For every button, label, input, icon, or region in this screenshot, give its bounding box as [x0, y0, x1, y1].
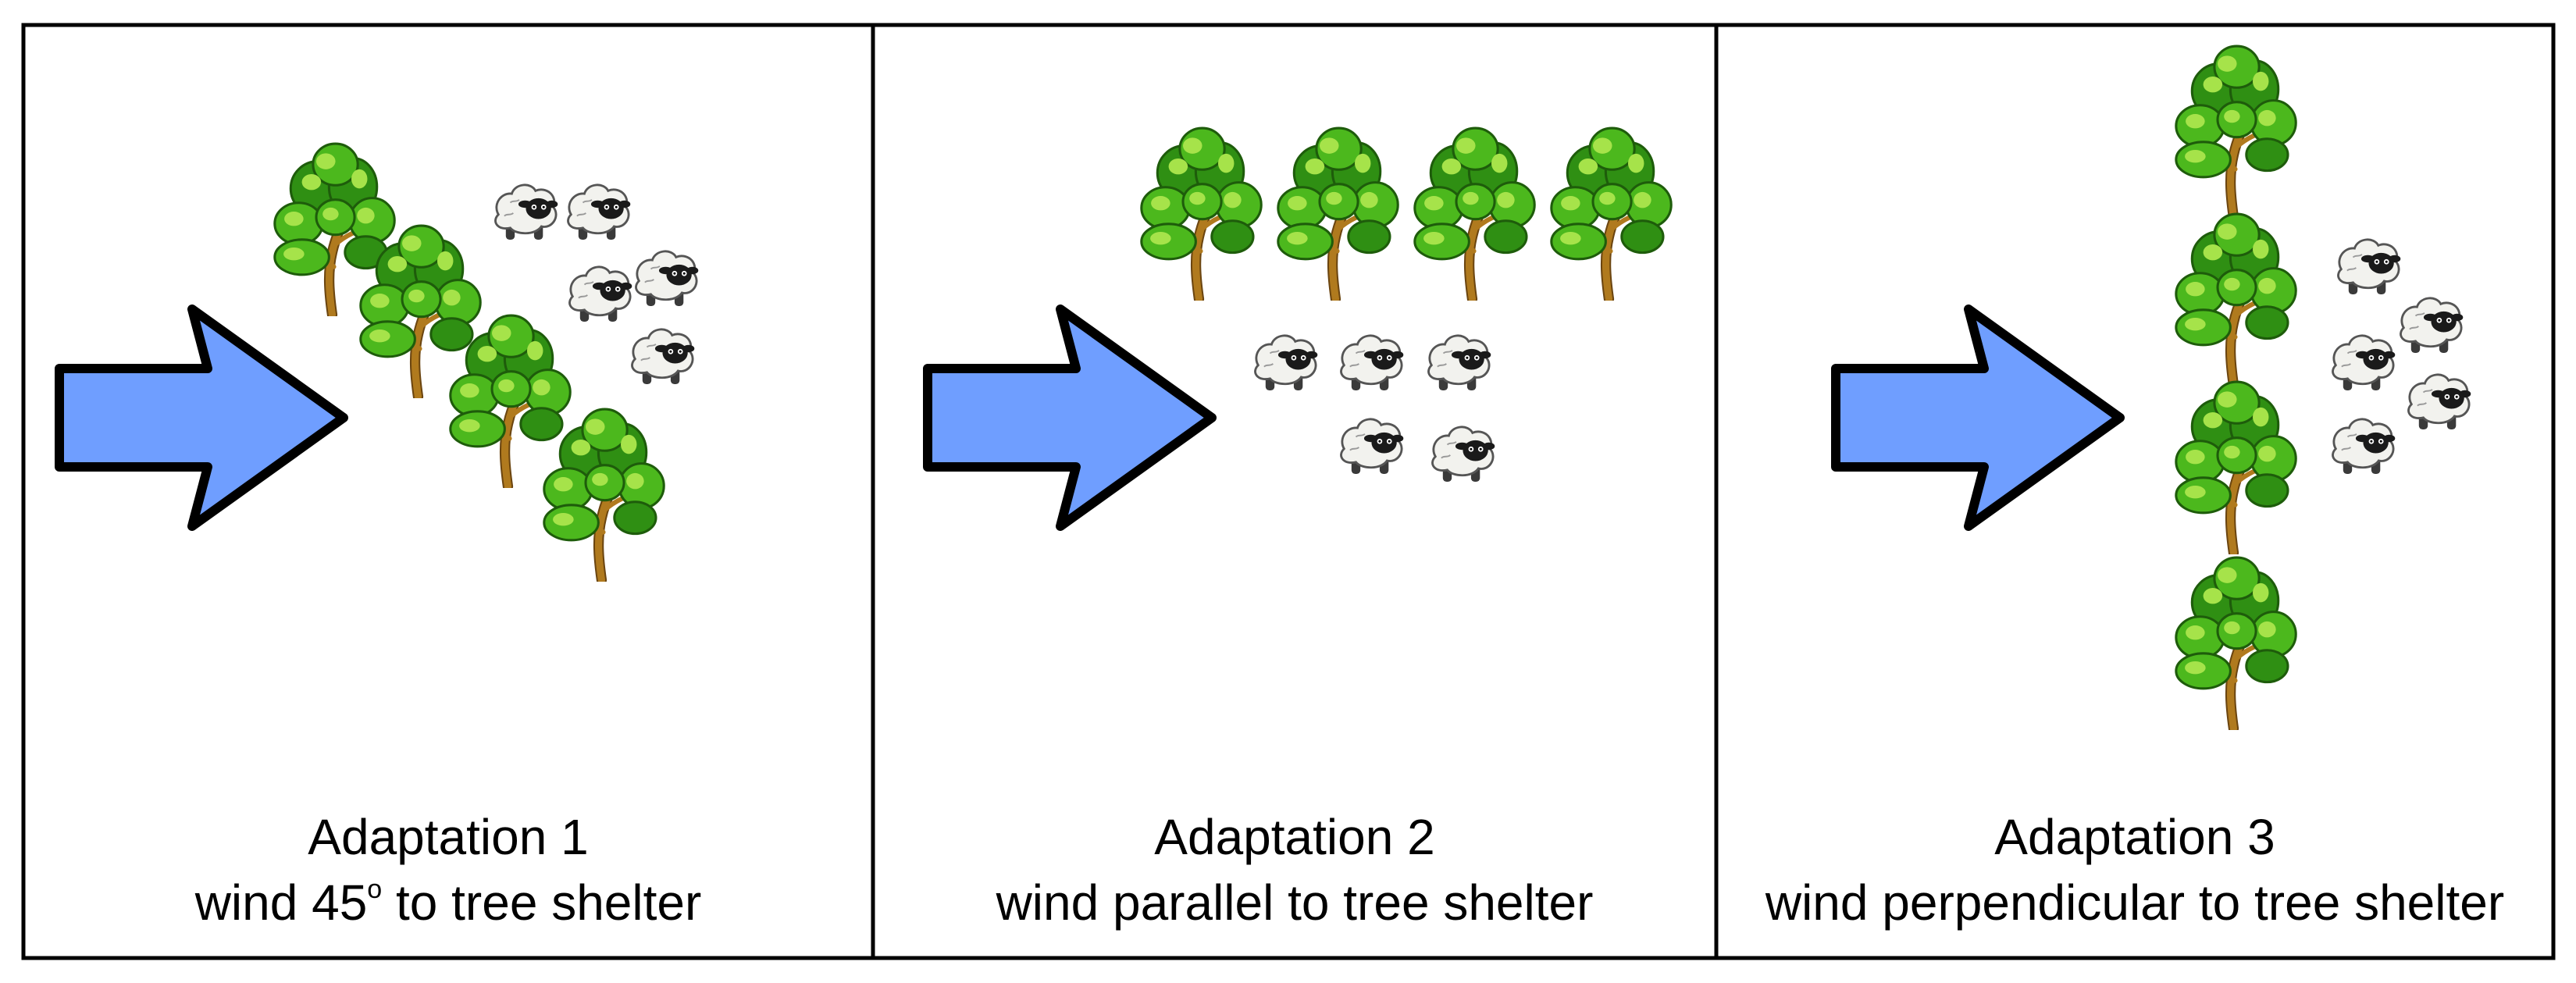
tree-icon — [2176, 214, 2296, 385]
panel-title: Adaptation 2 — [1154, 809, 1435, 865]
sheep-icon — [493, 183, 559, 241]
wind-arrow-icon — [1836, 309, 2120, 526]
sheep-icon — [2336, 238, 2402, 296]
sheep-icon — [1427, 334, 1492, 392]
panel-title: Adaptation 1 — [308, 809, 589, 865]
caption-text: to tree shelter — [382, 874, 702, 931]
sheep-icon — [568, 265, 633, 323]
caption-text: wind 45 — [194, 874, 368, 931]
tree-icon — [1278, 128, 1398, 299]
panel-subtitle: wind parallel to tree shelter — [873, 870, 1716, 935]
caption-adaptation-2: Adaptation 2 wind parallel to tree shelt… — [873, 804, 1716, 935]
panel-subtitle: wind perpendicular to tree shelter — [1716, 870, 2553, 935]
tree-icon — [2176, 46, 2296, 217]
sheep-flock — [2331, 238, 2472, 475]
caption-adaptation-1: Adaptation 1 wind 45o to tree shelter — [23, 804, 873, 935]
sheep-icon — [630, 328, 696, 386]
diagram-frame — [21, 23, 2556, 960]
wind-arrow-icon — [928, 309, 1212, 526]
sheep-icon — [2331, 334, 2396, 392]
tree-row-parallel — [1142, 128, 1671, 299]
panel-adaptation-3 — [1836, 46, 2472, 728]
tree-icon — [1552, 128, 1671, 299]
sheep-icon — [566, 183, 632, 241]
tree-icon — [1415, 128, 1534, 299]
wind-arrow-icon — [59, 309, 344, 526]
caption-text: wind perpendicular to tree shelter — [1765, 874, 2505, 931]
sheep-icon — [2407, 373, 2472, 431]
tree-icon — [544, 409, 664, 580]
sheep-icon — [634, 250, 700, 308]
sheep-flock — [1253, 334, 1496, 483]
panel-title: Adaptation 3 — [1994, 809, 2275, 865]
caption-adaptation-3: Adaptation 3 wind perpendicular to tree … — [1716, 804, 2553, 935]
tree-icon — [2176, 382, 2296, 553]
caption-text: wind parallel to tree shelter — [996, 874, 1594, 931]
tree-icon — [2176, 557, 2296, 728]
panel-adaptation-1 — [59, 144, 700, 580]
tree-column-perpendicular — [2176, 46, 2296, 728]
sheep-icon — [1253, 334, 1319, 392]
sheep-icon — [1339, 418, 1405, 475]
sheep-icon — [2399, 297, 2464, 354]
panel-adaptation-2 — [928, 128, 1671, 526]
tree-icon — [1142, 128, 1261, 299]
sheep-icon — [1339, 334, 1405, 392]
degree-superscript: o — [367, 874, 383, 904]
sheep-icon — [1431, 426, 1496, 483]
panel-subtitle: wind 45o to tree shelter — [23, 870, 873, 935]
sheep-icon — [2331, 418, 2396, 475]
